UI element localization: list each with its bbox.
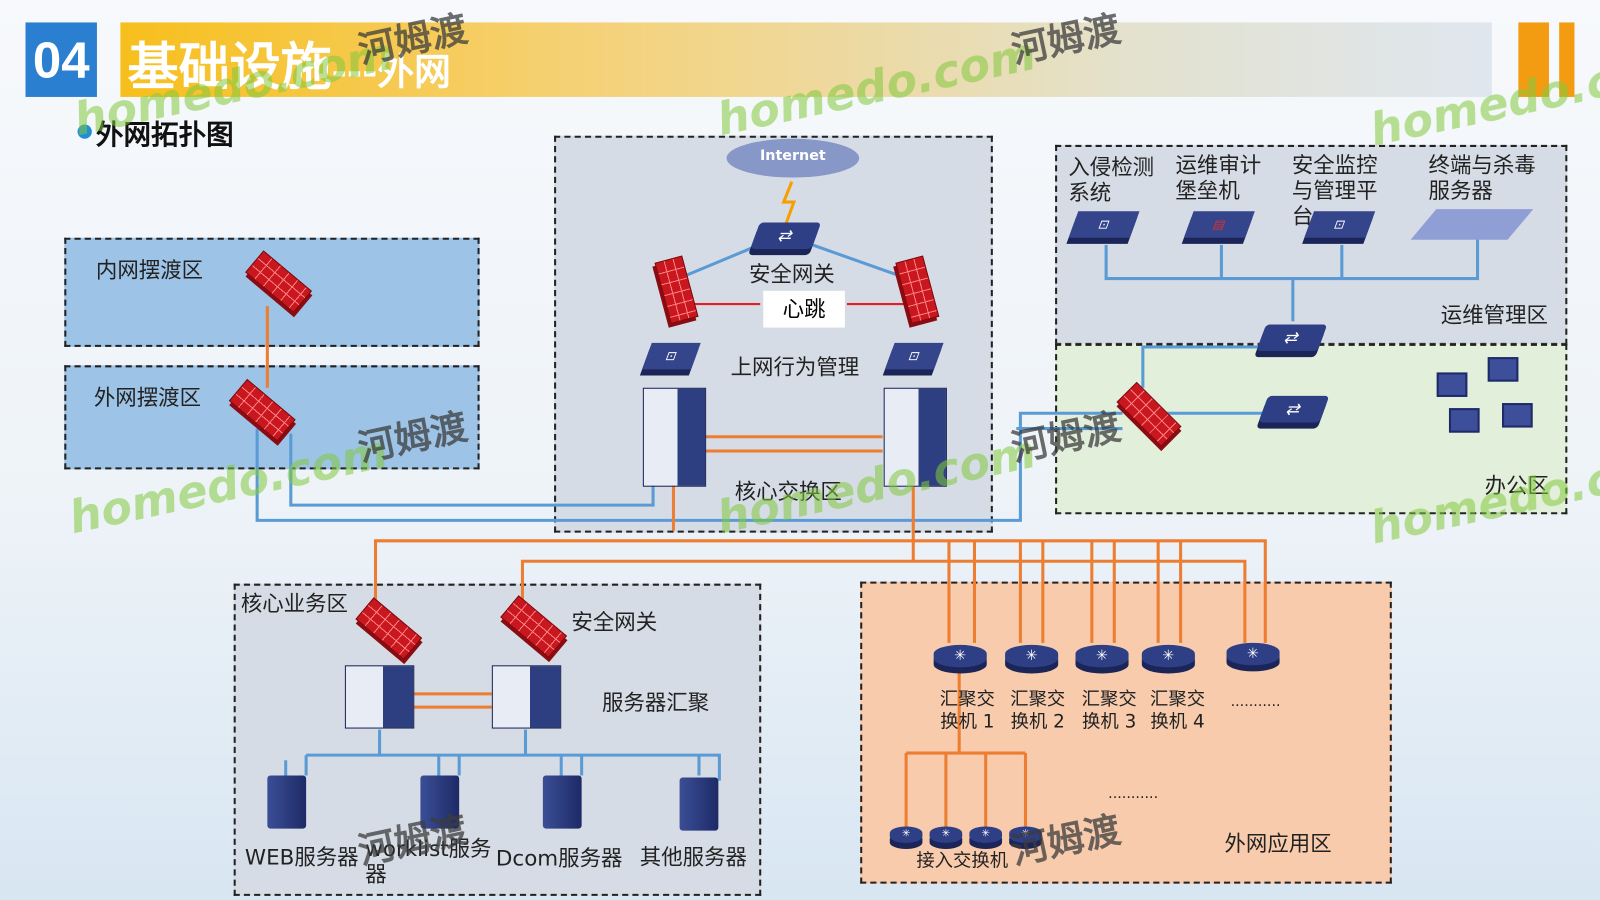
zone-label-app: 外网应用区 — [1224, 831, 1332, 857]
title-bar — [120, 22, 1492, 97]
link — [520, 559, 1247, 643]
server-label: worklist服务器 — [365, 836, 492, 887]
core-switch-icon — [883, 387, 947, 487]
behavior-label: 上网行为管理 — [730, 355, 860, 380]
access-switch-icon: ✳ — [889, 826, 923, 843]
behavior-mgmt-icon: ⊡ — [642, 342, 701, 370]
switch-icon: ⇄ — [1258, 395, 1330, 423]
link — [373, 539, 1267, 643]
zone-label-outer-ferry: 外网摆渡区 — [93, 385, 202, 411]
zone-label-ops: 运维管理区 — [1440, 303, 1548, 328]
link — [413, 692, 492, 709]
internet-cloud-icon: Internet — [726, 138, 860, 178]
more-ellipsis: ........... — [1230, 693, 1281, 711]
server-icon — [679, 777, 719, 831]
agg-switch-label: 汇聚交换机 3 — [1081, 688, 1137, 733]
zone-label-core-switch: 核心交换区 — [734, 479, 842, 505]
aggregation-switch-icon: ✳ — [1226, 642, 1280, 666]
title-separator: --- — [331, 52, 378, 94]
gateway-label: 安全网关 — [748, 262, 835, 287]
link — [1104, 234, 1480, 322]
deco-bar — [1518, 22, 1549, 97]
zone-ops — [1055, 144, 1568, 345]
bastion-icon: ▤ — [1183, 211, 1255, 238]
access-switch-label: 接入交换机 — [916, 849, 1009, 872]
access-switch-icon: ✳ — [929, 826, 963, 843]
subtitle: 外网拓扑图 — [95, 119, 234, 152]
access-switch-icon: ✳ — [1009, 826, 1042, 843]
ops-device-label: 入侵检测系统 — [1068, 155, 1155, 206]
link — [1141, 345, 1276, 388]
heartbeat-label: 心跳 — [763, 290, 845, 328]
zone-core-business — [233, 583, 762, 896]
deco-bar — [1559, 22, 1575, 97]
ops-device-label: 安全监控与管理平台 — [1291, 153, 1378, 229]
server-icon — [267, 775, 307, 829]
behavior-mgmt-icon: ⊡ — [884, 342, 944, 370]
aggregation-switch-icon: ✳ — [1005, 644, 1059, 668]
pc-icon — [1436, 372, 1468, 397]
agg-switch-label: 汇聚交换机 2 — [1010, 688, 1066, 733]
bullet-icon — [77, 124, 92, 139]
pc-icon — [1448, 408, 1480, 433]
pc-icon — [1502, 403, 1533, 428]
link — [289, 433, 655, 507]
title-main: 基础设施 — [127, 37, 332, 97]
pc-icon — [1487, 357, 1519, 382]
more-ellipsis: ........... — [1108, 785, 1159, 803]
section-number: 04 — [25, 22, 97, 97]
switch-icon: ⇄ — [1256, 324, 1328, 352]
server-label: 其他服务器 — [639, 844, 747, 870]
aggregation-label: 服务器汇聚 — [602, 690, 710, 716]
agg-switch-label: 汇聚交换机 1 — [939, 688, 995, 733]
server-aggregation-switch-icon — [344, 665, 415, 729]
zone-label-office: 办公区 — [1484, 473, 1549, 498]
lightning-icon — [781, 181, 797, 226]
link — [947, 540, 1183, 643]
monitor-platform-icon: ⊡ — [1304, 211, 1376, 238]
access-switch-icon: ✳ — [969, 826, 1003, 843]
server-aggregation-switch-icon — [491, 665, 562, 729]
link — [255, 411, 1123, 522]
aggregation-switch-icon: ✳ — [1075, 644, 1129, 668]
ops-device-label: 运维审计堡垒机 — [1175, 153, 1262, 204]
slide-title: 基础设施---外网 — [128, 27, 451, 100]
aggregation-switch-icon: ✳ — [933, 644, 987, 668]
aggregation-switch-icon: ✳ — [1141, 644, 1195, 668]
core-switch-icon — [642, 387, 707, 487]
switch-icon: ⇄ — [750, 222, 822, 249]
zone-label-core-business: 核心业务区 — [240, 591, 348, 617]
server-icon — [420, 775, 460, 829]
title-sub: 外网 — [377, 52, 451, 94]
ops-device-label: 终端与杀毒服务器 — [1428, 153, 1536, 204]
zone-label-inner-ferry: 内网摆渡区 — [95, 258, 204, 283]
link — [904, 673, 1028, 829]
server-label: WEB服务器 — [244, 844, 359, 870]
server-icon — [542, 775, 582, 829]
server-label: Dcom服务器 — [495, 845, 623, 871]
zone-office — [1055, 343, 1568, 515]
link — [704, 435, 883, 453]
core-gateway-label: 安全网关 — [571, 610, 658, 635]
agg-switch-label: 汇聚交换机 4 — [1149, 688, 1206, 733]
ids-icon: ⊡ — [1068, 211, 1140, 238]
link — [284, 729, 721, 781]
